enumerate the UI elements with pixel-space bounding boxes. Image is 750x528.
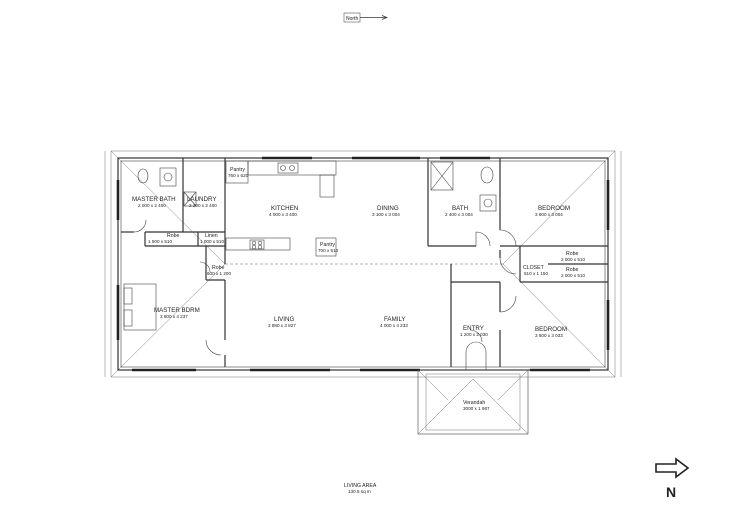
robe-bedroom-top-dims: 2 000 x 510	[561, 257, 585, 262]
closet-label: CLOSET	[523, 265, 545, 271]
pantry-bottom-label: Pantry	[320, 242, 335, 248]
master-bed	[123, 283, 157, 331]
dining-dims: 3 100 x 3 004	[372, 212, 400, 217]
robe-master-label: Robe	[167, 233, 180, 239]
bath-fixtures	[137, 161, 497, 212]
closet-dims: 510 x 1 150	[524, 271, 548, 276]
verandah-roof	[417, 341, 529, 435]
living-dims: 3 880 x 3 827	[268, 323, 296, 328]
north-marker-top: North	[343, 12, 388, 23]
living-area-note: LIVING AREA 130.5 sq m	[344, 483, 377, 494]
master-bath-dims: 2 000 x 2 400	[138, 203, 166, 208]
roof-outline	[104, 150, 622, 378]
robe-master-dims: 1 500 x 510	[148, 239, 172, 244]
room-labels: MASTER BATH 2 000 x 2 400 LAUNDRY 2 200 …	[132, 167, 585, 411]
living-label: LIVING	[274, 316, 294, 323]
north-arrow-icon: N	[655, 457, 690, 500]
master-bdrm-label: MASTER BDRM	[154, 307, 200, 314]
robe-bedroom-bottom-dims: 2 000 x 510	[561, 273, 585, 278]
robe-small-dims: 600 x 1 200	[207, 271, 231, 276]
pantry-bottom-dims: 700 x 510	[318, 248, 339, 253]
laundry-label: LAUNDRY	[187, 196, 216, 203]
bath-label: BATH	[452, 205, 468, 212]
kitchen-label: KITCHEN	[271, 205, 298, 212]
verandah-dims: 3000 x 1 967	[463, 406, 490, 411]
bedroom-bottom-label: BEDROOM	[535, 326, 567, 333]
windows	[116, 156, 610, 372]
kitchen-fixtures	[225, 160, 337, 257]
bedroom-top-dims: 3 600 x 3 004	[535, 212, 563, 217]
north-arrow-label: N	[666, 484, 676, 500]
robe-bedroom-top-label: Robe	[566, 251, 579, 257]
bedroom-bottom-dims: 3 600 x 3 033	[535, 333, 563, 338]
master-bdrm-dims: 3 600 x 4 237	[160, 314, 188, 319]
linen-label: Linen	[205, 233, 218, 239]
bedroom-top-label: BEDROOM	[538, 205, 570, 212]
interior-walls	[121, 158, 608, 367]
kitchen-dims: 4 000 x 3 400	[269, 212, 297, 217]
entry-dims: 1 200 x 2 030	[460, 332, 488, 337]
laundry-dims: 2 200 x 2 400	[189, 203, 217, 208]
living-area-value: 130.5 sq m	[348, 489, 371, 494]
dining-label: DINING	[377, 205, 399, 212]
linen-dims: 1 000 x 510	[200, 239, 224, 244]
doors	[133, 219, 517, 356]
master-bath-label: MASTER BATH	[132, 196, 176, 203]
north-marker-label: North	[346, 16, 358, 22]
bath-dims: 2 400 x 3 004	[445, 212, 473, 217]
verandah-label: Verandah	[463, 400, 485, 406]
robe-small-label: Robe	[212, 265, 225, 271]
entry-label: ENTRY	[463, 325, 484, 332]
pantry-top-label: Pantry	[230, 167, 245, 173]
living-area-title: LIVING AREA	[344, 483, 377, 489]
family-dims: 4 000 x 4 233	[380, 323, 408, 328]
family-label: FAMILY	[384, 316, 406, 323]
pantry-top-dims: 760 x 620	[228, 173, 249, 178]
robe-bedroom-bottom-label: Robe	[566, 267, 579, 273]
